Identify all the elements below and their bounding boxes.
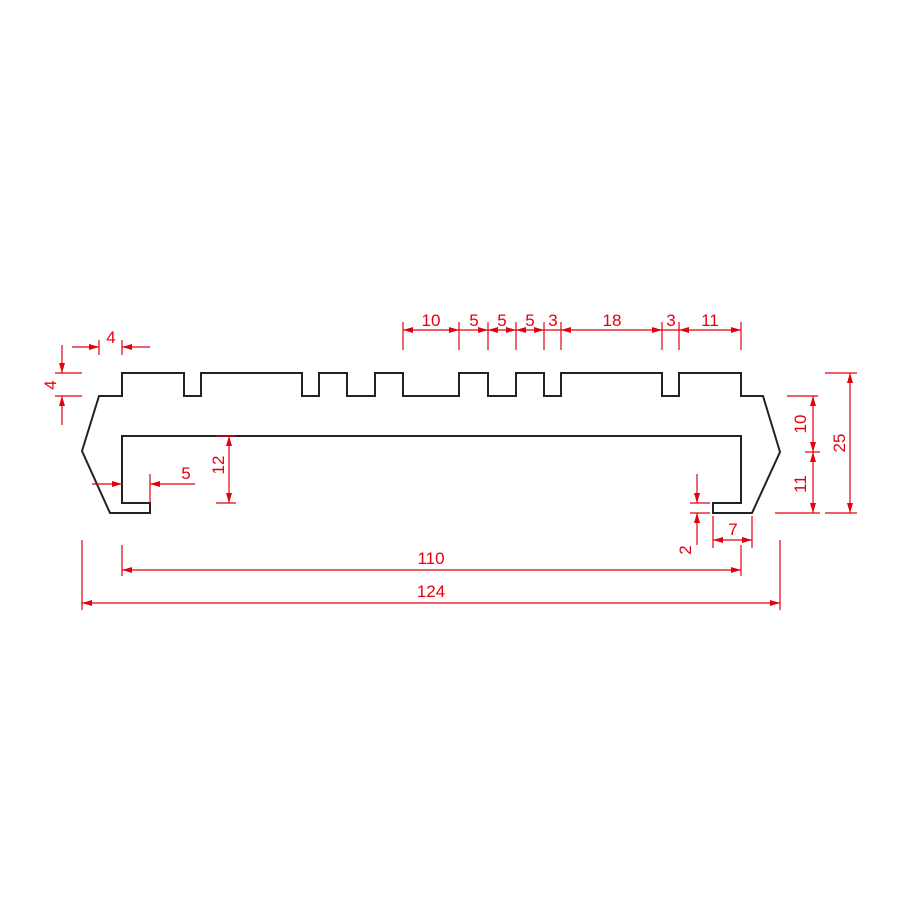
dim-label: 124 (417, 582, 445, 601)
dim-label: 4 (41, 380, 60, 389)
dim-label: 110 (417, 549, 444, 568)
dim-label: 5 (497, 311, 506, 330)
dim-label: 12 (209, 456, 228, 475)
dim-label: 4 (106, 328, 115, 347)
dim-lip-thickness: 2 (676, 474, 710, 555)
dim-lip-width-right: 7 (712, 516, 753, 548)
dim-label: 3 (548, 311, 557, 330)
dim-label: 18 (603, 311, 622, 330)
dim-label: 11 (791, 475, 810, 493)
dim-label: 2 (676, 545, 695, 554)
dim-label: 3 (666, 311, 675, 330)
dim-label: 11 (701, 311, 719, 330)
dim-overall-width: 124 (81, 540, 781, 610)
dim-label: 7 (728, 520, 737, 539)
dim-label: 5 (469, 311, 478, 330)
dim-label: 10 (791, 415, 810, 434)
dim-lip-width-left: 5 (92, 464, 195, 503)
dim-inner-width: 110 (121, 545, 742, 576)
profile-outline (80, 372, 782, 514)
dim-overall-height: 25 (825, 372, 857, 514)
top-dimension-chain: 10 5 5 5 3 18 3 11 (402, 311, 742, 350)
dim-label: 5 (181, 464, 190, 483)
dim-label: 5 (525, 311, 534, 330)
dim-inner-height: 12 (209, 435, 236, 504)
dim-label: 25 (830, 434, 849, 453)
dim-tooth-height: 4 (41, 345, 82, 425)
dim-right-heights: 10 11 (775, 395, 820, 514)
dim-left-tooth-width: 4 (72, 328, 150, 355)
dim-label: 10 (422, 311, 441, 330)
